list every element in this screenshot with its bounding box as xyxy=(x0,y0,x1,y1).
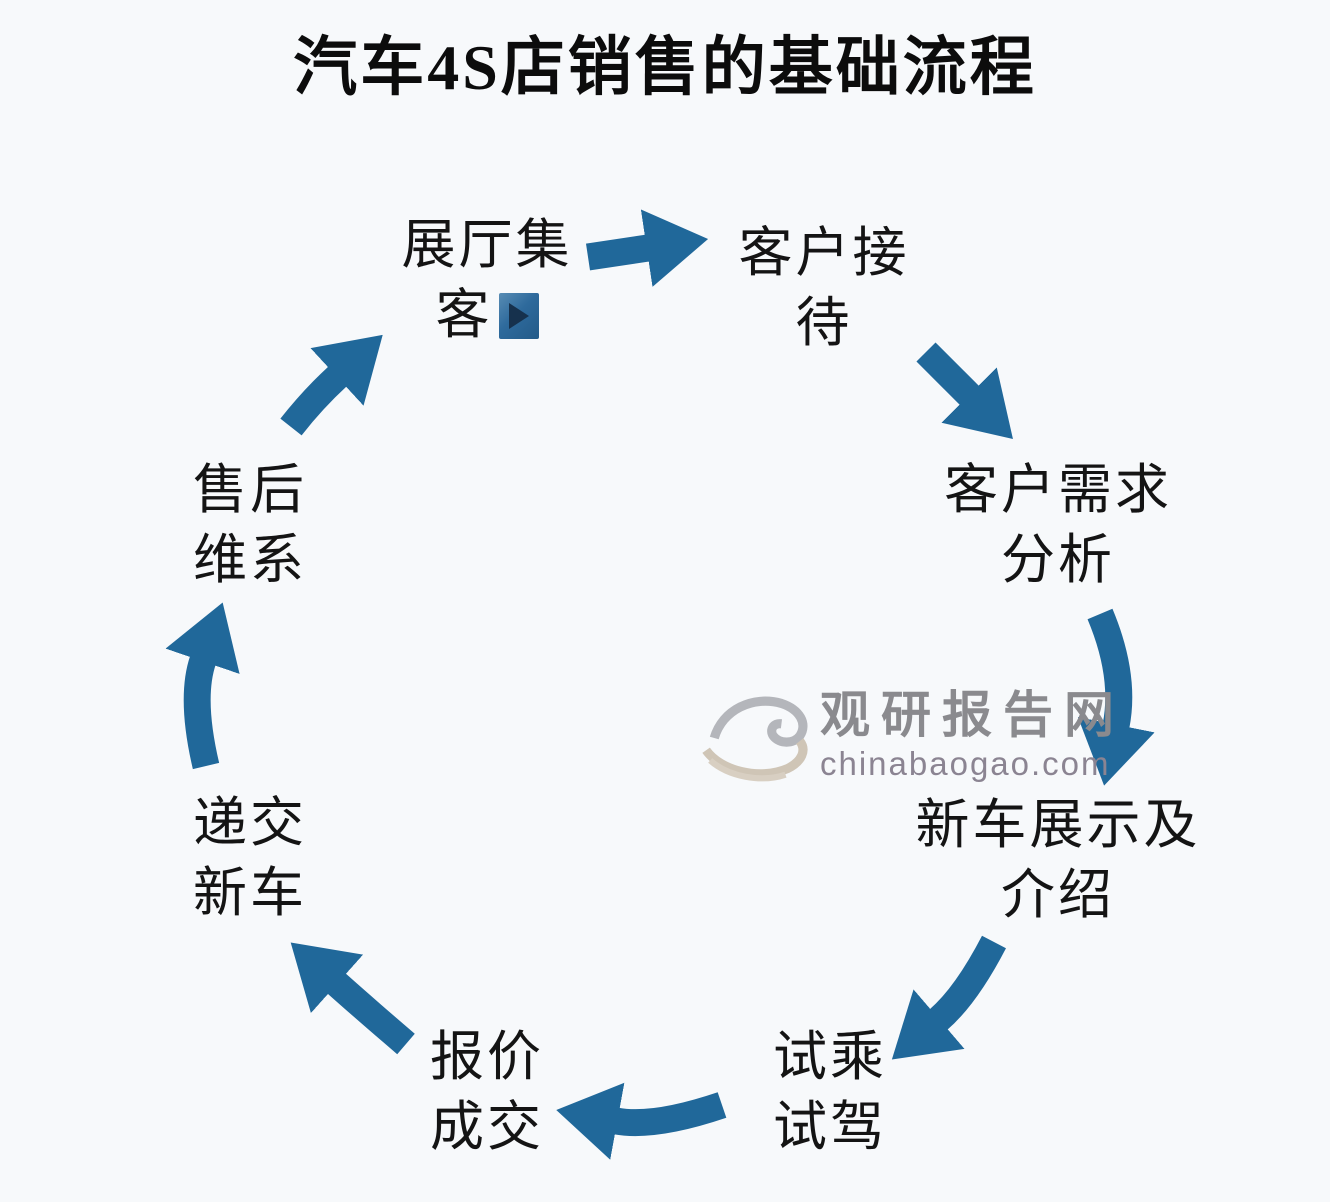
node-car-delivery: 递交 新车 xyxy=(70,788,430,928)
node-car-display-intro: 新车展示及 介绍 xyxy=(878,790,1238,930)
triangle-glyph xyxy=(508,303,529,329)
node-showroom-traffic: 展厅集 客 xyxy=(307,210,667,350)
node-quote-deal: 报价 成交 xyxy=(307,1022,667,1162)
node-label-line: 售后 xyxy=(193,460,307,520)
node-label-line: 客户接 xyxy=(738,223,910,283)
node-label-line: 展厅集 xyxy=(401,215,573,275)
node-label-line: 报价 xyxy=(430,1027,544,1087)
arrow-aftersales-to-showroom xyxy=(280,334,383,436)
watermark-brand: 观研报告网 xyxy=(820,687,1125,743)
node-needs-analysis: 客户需求 分析 xyxy=(878,455,1238,595)
node-label-line: 试乘 xyxy=(773,1027,887,1087)
node-label-line: 试驾 xyxy=(773,1097,887,1157)
play-icon xyxy=(498,293,539,339)
watermark-url: chinabaogao.com xyxy=(820,745,1111,782)
arrow-needs-to-display xyxy=(1077,608,1155,786)
node-label-line: 递交 xyxy=(193,793,307,853)
node-label-line: 分析 xyxy=(1001,530,1115,590)
node-label-line: 待 xyxy=(795,293,853,353)
node-label-line: 成交 xyxy=(430,1097,544,1157)
arrow-showroom-to-reception xyxy=(585,209,709,287)
arrow-deal-to-delivery xyxy=(290,942,415,1055)
node-aftersales-care: 售后 维系 xyxy=(70,455,430,595)
node-label-line: 新车 xyxy=(193,863,307,923)
arrow-delivery-to-aftersales xyxy=(165,602,240,770)
node-label-line: 新车展示及 xyxy=(915,795,1201,855)
diagram-title: 汽车4S店销售的基础流程 xyxy=(293,32,1037,103)
node-label-line: 介绍 xyxy=(1001,865,1115,925)
chinabaogao-logo-icon xyxy=(702,696,808,782)
node-customer-reception: 客户接 待 xyxy=(644,218,1004,358)
arrow-testdrive-to-deal xyxy=(556,1082,727,1160)
node-label-line: 维系 xyxy=(193,530,307,590)
node-label-line: 客 xyxy=(435,285,493,345)
arrow-reception-to-needs xyxy=(916,342,1013,439)
node-test-drive: 试乘 试驾 xyxy=(650,1022,1010,1162)
arrow-display-to-testdrive xyxy=(891,935,1006,1060)
watermark: 观研报告网 chinabaogao.com xyxy=(700,684,1125,788)
node-label-line: 客户需求 xyxy=(944,460,1172,520)
